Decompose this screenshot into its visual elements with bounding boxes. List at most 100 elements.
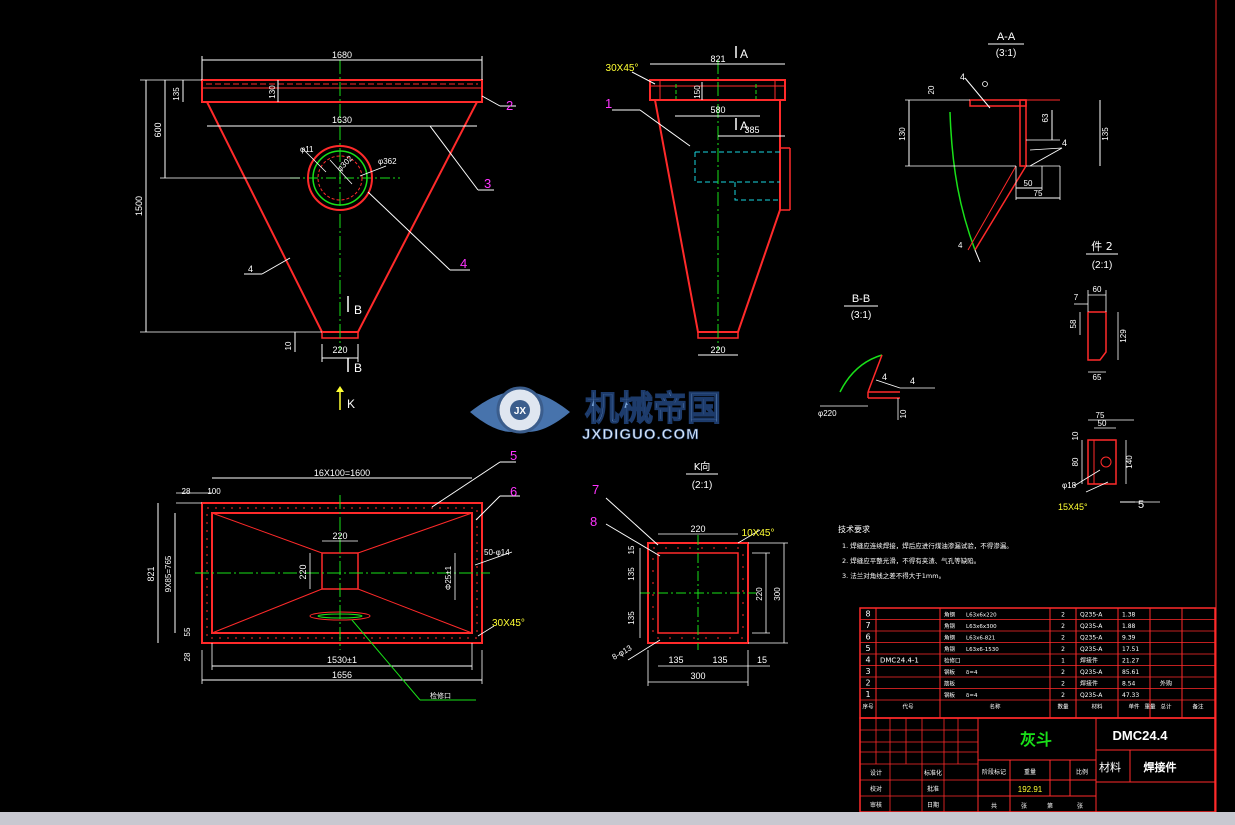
part5-dim-hole: φ18 (1062, 481, 1077, 490)
part2-title: 件 2 (1091, 240, 1113, 253)
weld-label-front: 4 (248, 264, 253, 274)
plan-dim-hole-dia: Φ25±1 (444, 565, 453, 590)
dim-130: 130 (268, 85, 277, 99)
k-dim-220-v: 220 (755, 587, 764, 601)
bom-cell-no: 7 (865, 621, 870, 630)
title-label-standard: 标准化 (924, 769, 942, 777)
logo-text-cn: 机械帝国 (585, 389, 721, 429)
bom-cell-qty: 2 (1061, 681, 1065, 688)
dim-1500: 1500 (134, 196, 144, 216)
side-dim-821: 821 (710, 54, 725, 64)
bom-cell-material: Q235-A (1080, 692, 1103, 699)
callout-2: 2 (506, 98, 513, 113)
k-dim-300-v: 300 (773, 587, 782, 601)
title-label-stage: 阶段标记 (982, 768, 1006, 776)
plan-dim-center-w: 220 (332, 531, 347, 541)
part2-scale: (2:1) (1092, 260, 1113, 271)
notes-title: 技术要求 (838, 524, 870, 534)
bom-cell-note: 外购 (1160, 680, 1172, 688)
part5-dim-75: 75 (1096, 411, 1105, 420)
aa-dim-135: 135 (1101, 127, 1110, 141)
hole-d3: φ362 (378, 157, 397, 166)
bom-cell-weight: 85.61 (1122, 669, 1139, 676)
title-sheet-2: 张 (1021, 802, 1027, 810)
bom-cell-qty: 2 (1061, 612, 1065, 619)
view-k-title: K向 (694, 460, 711, 473)
bom-cell-no: 2 (865, 679, 870, 688)
bom-cell-qty: 2 (1061, 646, 1065, 653)
dim-220: 220 (332, 345, 347, 355)
plan-dim-pitch: 16X100=1600 (314, 468, 370, 478)
watermark-logo: JX 机械帝国 JXDIGUO.COM (470, 386, 722, 443)
bom-cell-weight: 8.54 (1122, 681, 1136, 688)
plan-view: 16X100=1600 28 100 821 9X85=765 55 28 22… (146, 448, 525, 701)
section-bb-scale: (3:1) (851, 310, 872, 321)
title-label-scale: 比例 (1076, 768, 1088, 776)
section-bb-view: B-B (3:1) φ220 10 4 4 (818, 293, 935, 420)
side-dim-385: 385 (744, 125, 759, 135)
callout-4: 4 (460, 256, 467, 271)
bom-cell-name: 角钢 (944, 634, 956, 642)
bb-dim-10: 10 (899, 409, 908, 418)
front-view: 1680 135 130 1630 600 1500 10 220 φ11 φ3… (134, 50, 516, 411)
bom-cell-material: Q235-A (1080, 612, 1103, 619)
bom-cell-qty: 2 (1061, 623, 1065, 630)
bom-cell-weight: 1.88 (1122, 623, 1136, 630)
callout-5: 5 (510, 448, 517, 463)
plan-dim-28-top: 28 (182, 487, 191, 496)
bom-header-cell: 备注 (1192, 703, 1204, 711)
bom-cell-material: Q235-A (1080, 669, 1103, 676)
bom-header-cell: 总计 (1160, 703, 1172, 711)
dim-600: 600 (153, 122, 163, 137)
dim-1680: 1680 (332, 50, 352, 60)
dim-1630: 1630 (332, 115, 352, 125)
section-a-mid: A (740, 119, 748, 133)
bom-header-cell: 重量 (1144, 703, 1156, 711)
title-sheet-4: 张 (1077, 802, 1083, 810)
bom-cell-no: 3 (865, 667, 870, 676)
section-aa-view: A-A (3:1) 20 130 63 135 50 75 4 4 4 (898, 31, 1110, 263)
bom-header-cell: 材料 (1091, 703, 1103, 711)
bom-header-cell: 单件 (1128, 703, 1140, 711)
side-dim-580: 580 (710, 105, 725, 115)
aa-weld-1: 4 (960, 72, 965, 82)
bom-cell-spec: L63x6-1530 (966, 647, 999, 653)
bb-weld-1: 4 (882, 372, 887, 382)
part2-dim-58: 58 (1069, 319, 1078, 328)
title-block: 灰斗 DMC24.4 材料 焊接件 设计 校对 审核 标准化 批准 日期 阶段标… (859, 717, 1216, 813)
title-label-review: 审核 (870, 801, 882, 809)
bom-cell-material: Q235-A (1080, 623, 1103, 630)
bom-cell-spec: L63x6x300 (966, 624, 997, 630)
aa-weld-3: 4 (958, 241, 963, 250)
section-b-top: B (354, 303, 362, 317)
title-label-check: 校对 (870, 785, 882, 793)
callout-3: 3 (484, 176, 491, 191)
bom-cell-name: 筋板 (944, 680, 956, 688)
bom-cell-no: 6 (865, 633, 870, 642)
bom-cell-weight: 9.39 (1122, 635, 1136, 642)
side-dim-220: 220 (710, 345, 725, 355)
view-k-scale: (2:1) (692, 480, 713, 491)
aa-dim-50: 50 (1024, 179, 1033, 188)
bom-cell-weight: 47.33 (1122, 692, 1139, 699)
dim-135: 135 (172, 87, 181, 101)
section-bb-title: B-B (852, 293, 870, 305)
bom-cell-spec: L63x6x220 (966, 613, 997, 619)
title-label-date: 日期 (927, 801, 939, 809)
k-dim-135-v2: 135 (627, 611, 636, 625)
section-a-top: A (740, 47, 748, 61)
bb-weld-2: 4 (910, 376, 915, 386)
technical-notes: 技术要求 1. 焊缝应连续焊接，焊后应进行煤油渗漏试验，不得渗漏。 2. 焊缝应… (838, 524, 1013, 580)
bom-cell-qty: 2 (1061, 669, 1065, 676)
front-top-flange (201, 79, 483, 103)
k-dim-220-top: 220 (690, 524, 705, 534)
k-dim-135-h2: 135 (712, 655, 727, 665)
title-sheet-3: 第 (1047, 802, 1053, 810)
title-label-design: 设计 (870, 769, 882, 777)
part5-chamfer: 15X45° (1058, 502, 1088, 512)
k-dim-15-left: 15 (627, 545, 636, 554)
logo-text-en: JXDIGUO.COM (582, 426, 700, 443)
bom-cell-spec: δ=4 (966, 693, 978, 699)
hole-d1: φ11 (300, 145, 314, 154)
side-chamfer: 30X45° (606, 63, 639, 74)
